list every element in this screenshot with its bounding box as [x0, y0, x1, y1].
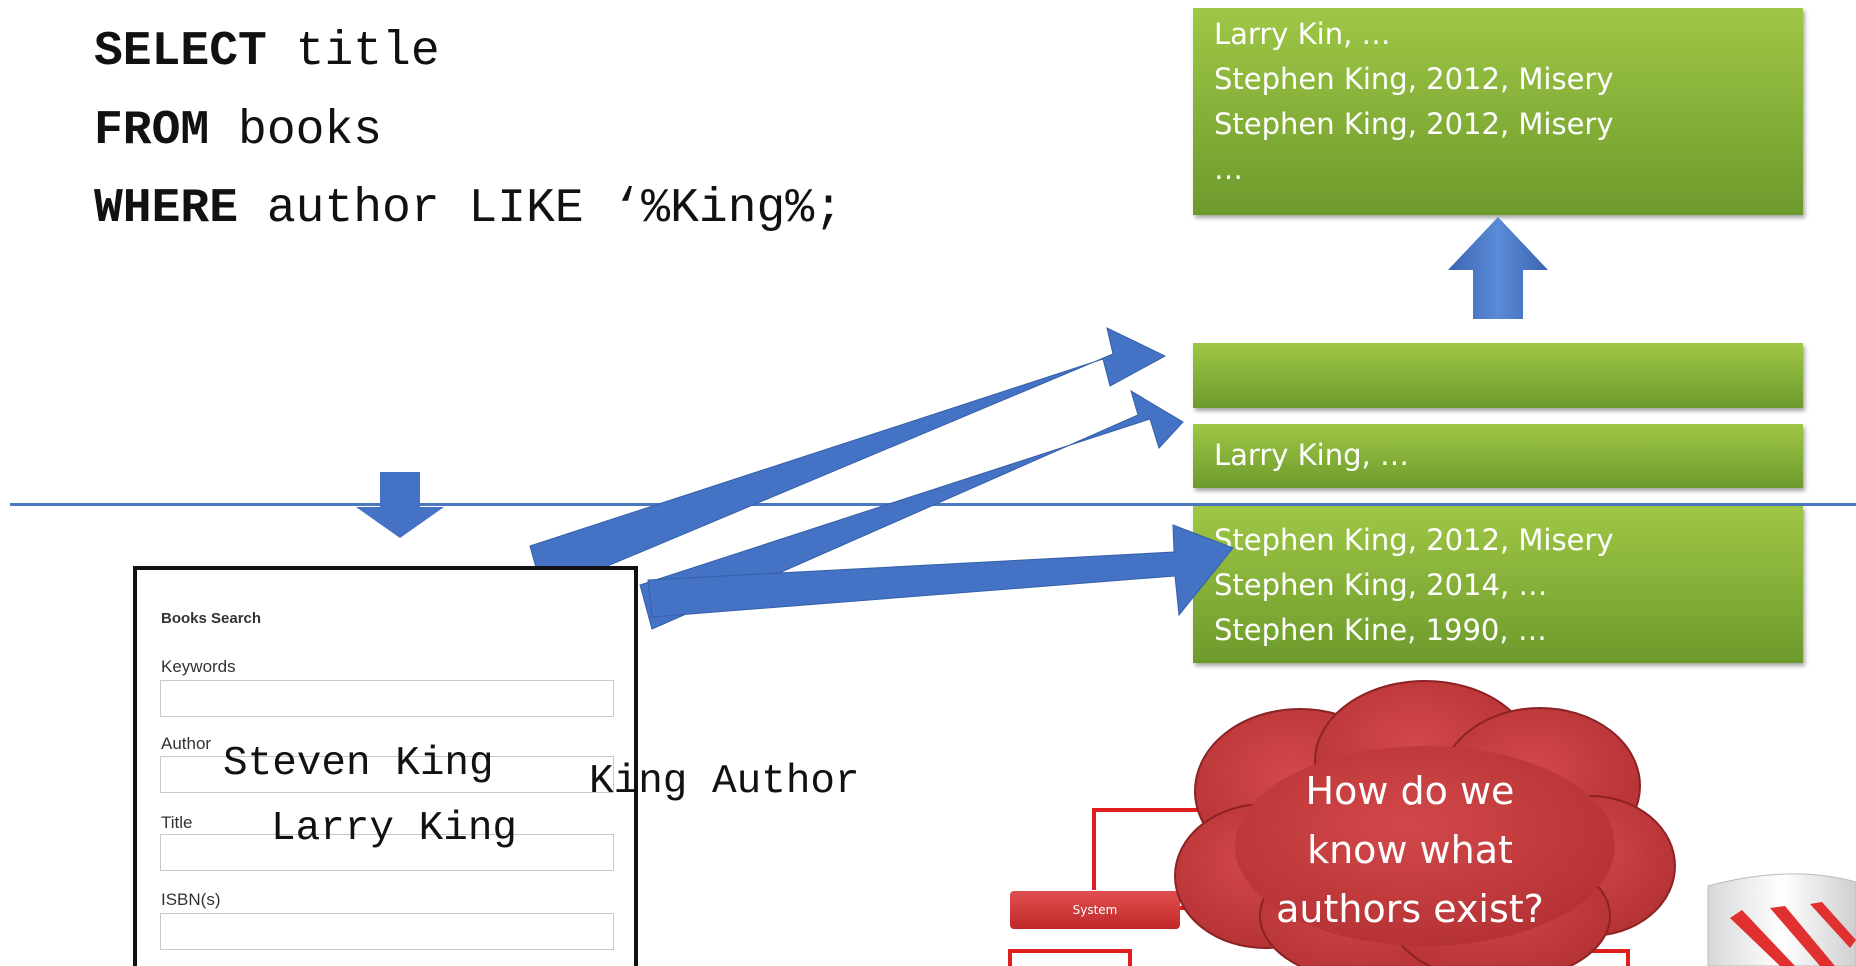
arrow-to-stephen-box — [647, 524, 1234, 618]
sql-line-where: WHERE author LIKE ‘%King%; — [94, 185, 843, 233]
sql-where-clause: author LIKE ‘%King%; — [238, 182, 843, 236]
keywords-label: Keywords — [161, 657, 236, 676]
isbn-label: ISBN(s) — [161, 890, 221, 909]
sql-line-select: SELECT title — [94, 28, 440, 76]
diagram-box — [1008, 949, 1132, 966]
database-cylinder-icon — [1707, 873, 1856, 966]
down-arrow — [356, 472, 444, 538]
result-line: Stephen King, 2012, Misery — [1214, 107, 1614, 141]
cloud-text-line: authors exist? — [1276, 887, 1544, 931]
result-box-top: Larry Kin, … Stephen King, 2012, Misery … — [1193, 8, 1803, 215]
result-box-larry: Larry King, … — [1193, 424, 1803, 488]
sql-line-from: FROM books — [94, 107, 382, 155]
result-line: Stephen King, 2012, Misery — [1214, 62, 1614, 96]
result-box-stephen: Stephen King, 2012, Misery Stephen King,… — [1193, 506, 1803, 663]
sql-from-clause: books — [209, 104, 383, 158]
result-line: Larry King, … — [1214, 438, 1409, 472]
up-arrow — [1448, 217, 1548, 319]
overlay-steven-king: Steven King — [223, 741, 494, 787]
result-line: Larry Kin, … — [1214, 17, 1391, 51]
title-label: Title — [161, 813, 193, 832]
cloud-text: How do we know what authors exist? — [1210, 762, 1610, 939]
result-line: … — [1214, 152, 1243, 186]
thought-cloud — [1174, 680, 1676, 966]
cloud-text-line: How do we — [1305, 769, 1515, 813]
author-label: Author — [161, 734, 212, 753]
isbn-input[interactable] — [160, 913, 614, 950]
result-line: Stephen King, 2014, … — [1214, 568, 1548, 602]
result-line: Stephen King, 2012, Misery — [1214, 523, 1614, 557]
system-box: System — [1010, 891, 1180, 929]
result-box-empty — [1193, 343, 1803, 408]
sql-keyword-from: FROM — [94, 104, 210, 158]
result-line: Stephen Kine, 1990, … — [1214, 613, 1547, 647]
overlay-king-author: King Author — [589, 759, 860, 805]
overlay-larry-king: Larry King — [271, 806, 518, 852]
books-search-form: Books Search Keywords Author Title ISBN(… — [133, 566, 638, 966]
form-title: Books Search — [161, 610, 262, 627]
diagram-connector — [1092, 808, 1240, 890]
arrow-to-empty-box — [529, 327, 1167, 594]
cloud-text-line: know what — [1307, 828, 1513, 872]
keywords-input[interactable] — [160, 680, 614, 717]
title-input[interactable] — [160, 834, 614, 871]
author-input[interactable] — [160, 756, 614, 793]
sql-keyword-where: WHERE — [94, 182, 239, 236]
sql-select-clause: title — [266, 25, 440, 79]
sql-keyword-select: SELECT — [94, 25, 267, 79]
